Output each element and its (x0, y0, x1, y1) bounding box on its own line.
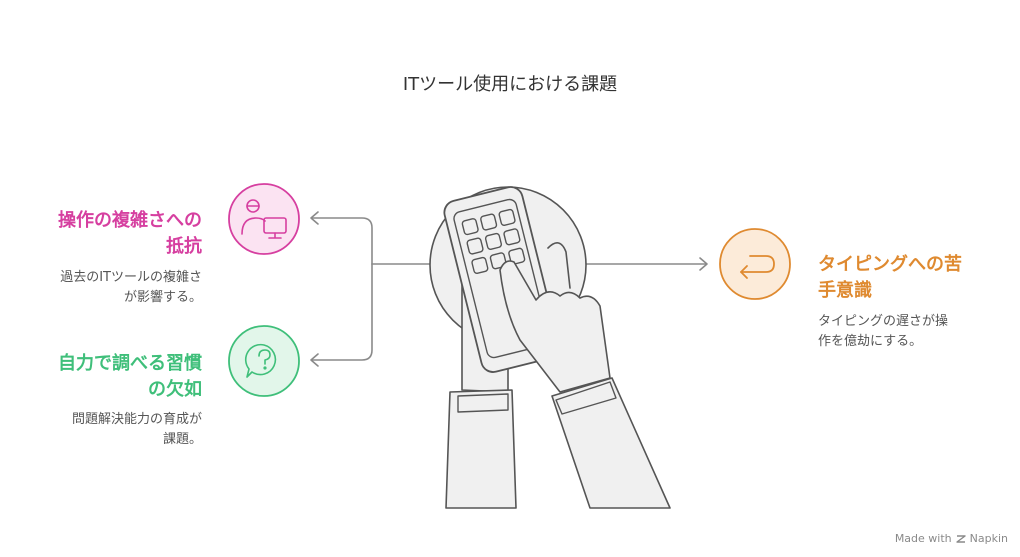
diagram-title: ITツール使用における課題 (402, 74, 618, 95)
desc-operation-complexity: 過去のITツールの複雑さ が影響する。 (60, 270, 202, 305)
connector-to-green (311, 263, 373, 361)
desc-self-research-habit: 問題解決能力の育成が 課題。 (71, 412, 202, 447)
desc-typing-aversion: タイピングの遅さが操 作を億劫にする。 (818, 314, 949, 349)
napkin-logo-icon (955, 534, 966, 543)
heading-self-research-habit: 自力で調べる習慣 の欠如 (58, 353, 202, 400)
napkin-brand: Napkin (969, 532, 1008, 545)
hand-phone-illustration (429, 186, 671, 509)
heading-typing-aversion: タイピングへの苦 手意識 (818, 254, 962, 301)
napkin-credit[interactable]: Made with Napkin (895, 532, 1008, 545)
connector-to-pink (311, 217, 373, 265)
connectors (310, 211, 708, 367)
return-arrow-icon (719, 228, 791, 300)
heading-operation-complexity: 操作の複雑さへの 抵抗 (58, 210, 202, 257)
arrowhead-orange (699, 257, 708, 271)
user-monitor-icon (228, 183, 300, 255)
arrowhead-green (310, 353, 319, 367)
made-with-label: Made with (894, 532, 952, 545)
question-bubble-icon (228, 325, 300, 397)
arrowhead-pink (310, 211, 319, 225)
